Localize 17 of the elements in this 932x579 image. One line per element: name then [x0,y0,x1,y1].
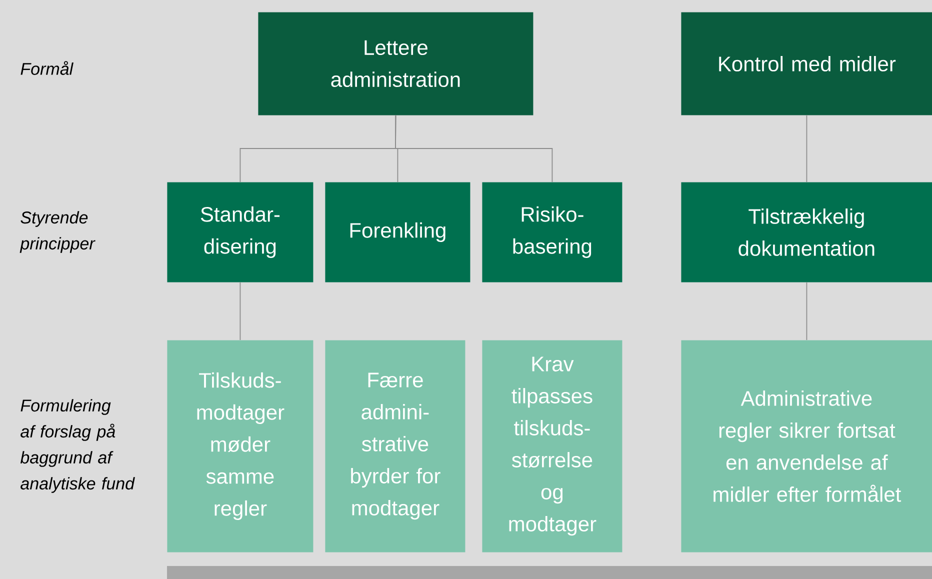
proposal-box: Færre admini- strative byrder for modtager [325,340,466,552]
row-label: Formål [20,61,74,75]
proposal-box: Tilskuds- modtager møder samme regler [167,340,314,552]
goal-box: Kontrol med midler [681,12,932,116]
connector-line [240,282,241,340]
connector-line [395,114,553,182]
principle-box: Standar- disering [167,182,314,282]
row-label: Styrende principper [20,211,96,253]
principle-box: Forenkling [325,182,470,282]
connector-line [806,282,808,340]
principle-box: Tilstrækkelig dokumentation [681,182,932,282]
row-label: Formulering af forslag på baggrund af analytiske fund [20,399,135,493]
proposal-box: Administrative regler sikrer fortsat en anvendelse af midler efter formålet [681,340,932,552]
connector-line [806,114,808,182]
principle-box: Risiko- basering [482,182,622,282]
proposal-box: Krav tilpasses tilskuds- størrelse og modtager [482,340,622,552]
goal-box: Lettere administration [258,12,534,116]
